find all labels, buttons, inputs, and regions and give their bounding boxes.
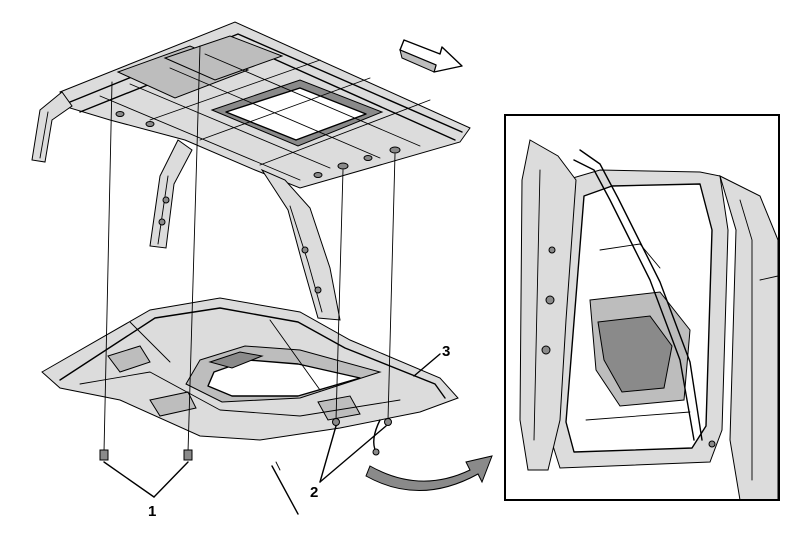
curved-arrow-icon	[365, 455, 493, 491]
fastener-leader-lines	[99, 45, 441, 498]
screw-icon	[99, 449, 193, 461]
detail-inset	[504, 114, 780, 501]
roof-bolt-holes	[115, 111, 401, 178]
roof-frame	[59, 21, 471, 189]
callout-1: 1	[148, 503, 156, 520]
headliner-panel	[41, 297, 459, 515]
callout-2: 2	[310, 484, 318, 501]
arrow-right-icon	[399, 39, 463, 73]
pillars	[31, 91, 341, 321]
callout-3: 3	[442, 343, 450, 360]
